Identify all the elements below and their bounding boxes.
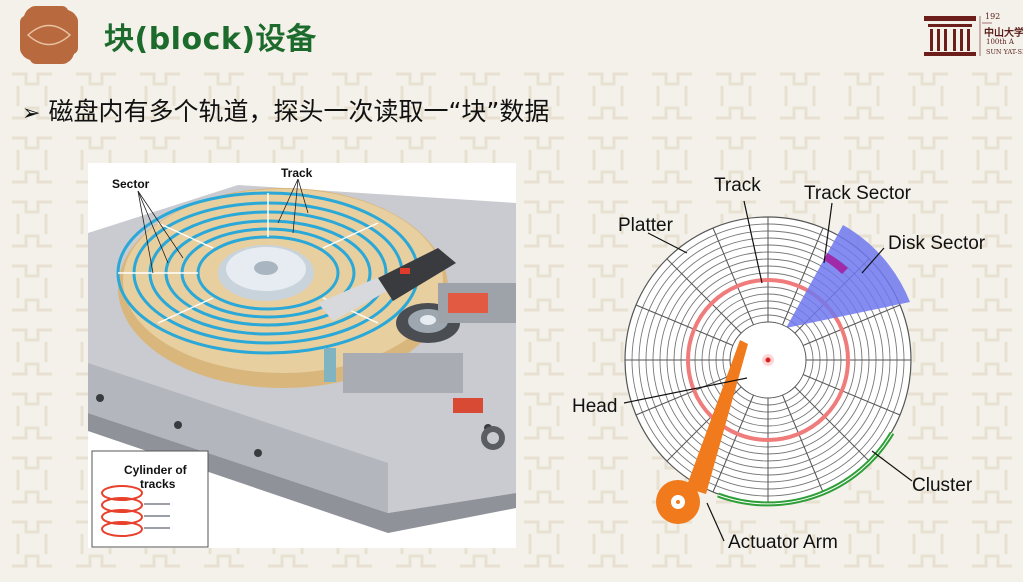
- disk-sector-label: Disk Sector: [888, 233, 986, 254]
- hard-drive-illustration: Sector Track Cylinder of tracks: [88, 163, 516, 548]
- logo-name-en: SUN YAT-SE: [986, 48, 1023, 56]
- track-sector-label: Track Sector: [804, 183, 912, 204]
- logo-centennial: 100th A: [986, 38, 1014, 46]
- track-label: Track: [714, 175, 761, 196]
- disk-structure-diagram: Track Track Sector Platter Disk Sector H…: [562, 163, 1020, 558]
- actuator-arm-label: Actuator Arm: [728, 532, 838, 553]
- disk-diagram-drawing: Track Track Sector Platter Disk Sector H…: [572, 175, 986, 553]
- sector-label: Sector: [112, 177, 150, 191]
- logo-year: 192: [985, 12, 1001, 21]
- arrow-bullet-icon: ➢: [22, 101, 41, 126]
- bullet-text: 磁盘内有多个轨道，探头一次读取一“块”数据: [48, 97, 550, 126]
- cylinder-label-line2: tracks: [140, 477, 176, 491]
- cluster-label: Cluster: [912, 475, 973, 496]
- logo-name-cn: 中山大学: [984, 28, 1023, 39]
- platter-label: Platter: [618, 215, 674, 236]
- head-label: Head: [572, 396, 617, 417]
- slide-title: 块(block)设备: [104, 22, 317, 57]
- university-logo-icon: [924, 16, 992, 56]
- track-label: Track: [281, 166, 313, 180]
- bullet-point: ➢ 磁盘内有多个轨道，探头一次读取一“块”数据: [22, 92, 549, 128]
- chinese-knot-badge-icon: [20, 6, 78, 64]
- hard-drive-drawing: Sector Track Cylinder of tracks: [88, 166, 516, 548]
- cylinder-label-line1: Cylinder of: [124, 463, 188, 477]
